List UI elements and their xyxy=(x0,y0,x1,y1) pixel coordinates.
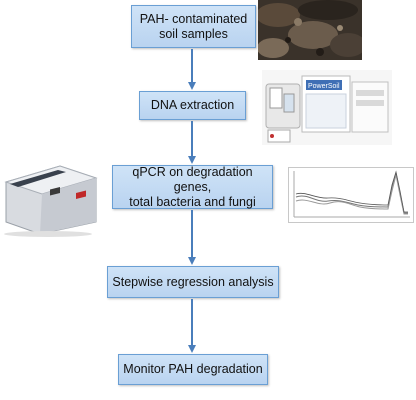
melt-curve-plot-icon xyxy=(288,167,414,223)
step-label: Stepwise regression analysis xyxy=(112,274,274,289)
dna-extraction-kit-photo-icon: PowerSoil xyxy=(262,70,392,145)
step-qpcr: qPCR on degradation genes, total bacteri… xyxy=(112,165,273,209)
qpcr-instrument-photo-icon xyxy=(4,165,98,237)
step-label: DNA extraction xyxy=(150,98,235,112)
step-label: qPCR on degradation genes, total bacteri… xyxy=(129,164,256,209)
soil-photo-icon xyxy=(258,0,362,60)
step-dna-extraction: DNA extraction xyxy=(139,91,246,120)
step-label: PAH- contaminated soil samples xyxy=(139,11,248,41)
step-soil-samples: PAH- contaminated soil samples xyxy=(131,5,256,48)
step-label: Monitor PAH degradation xyxy=(123,362,263,376)
step-regression-analysis: Stepwise regression analysis xyxy=(107,266,279,298)
step-monitor-degradation: Monitor PAH degradation xyxy=(118,354,268,385)
kit-label-text: PowerSoil xyxy=(308,83,340,90)
